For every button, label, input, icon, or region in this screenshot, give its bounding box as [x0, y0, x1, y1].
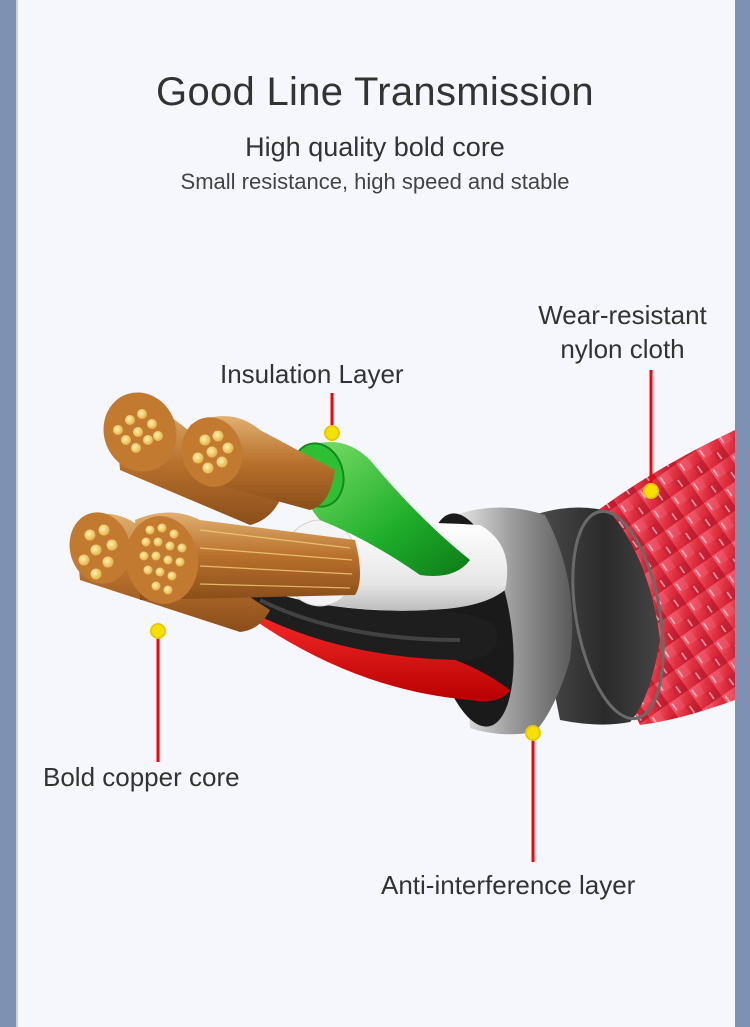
callout-insulation-marker	[324, 393, 340, 441]
callout-nylon-marker	[643, 370, 659, 499]
copper-core-bottom-front	[125, 512, 360, 604]
page-tagline: Small resistance, high speed and stable	[180, 169, 570, 194]
callout-copper-label: Bold copper core	[43, 762, 240, 792]
callout-anti-interference-marker	[525, 725, 541, 862]
callout-copper-marker	[150, 623, 166, 762]
callout-nylon-line1: Wear-resistant	[538, 300, 707, 330]
page-title: Good Line Transmission	[156, 70, 594, 114]
strand-ends	[78, 409, 234, 595]
callout-nylon-label: Wear-resistant nylon cloth	[520, 298, 725, 366]
page-subtitle: High quality bold core	[245, 132, 505, 162]
callout-anti-interference-label: Anti-interference layer	[381, 870, 636, 900]
callout-nylon-line2: nylon cloth	[560, 334, 685, 364]
callout-insulation-label: Insulation Layer	[220, 359, 404, 389]
panel-edge	[16, 0, 18, 1027]
